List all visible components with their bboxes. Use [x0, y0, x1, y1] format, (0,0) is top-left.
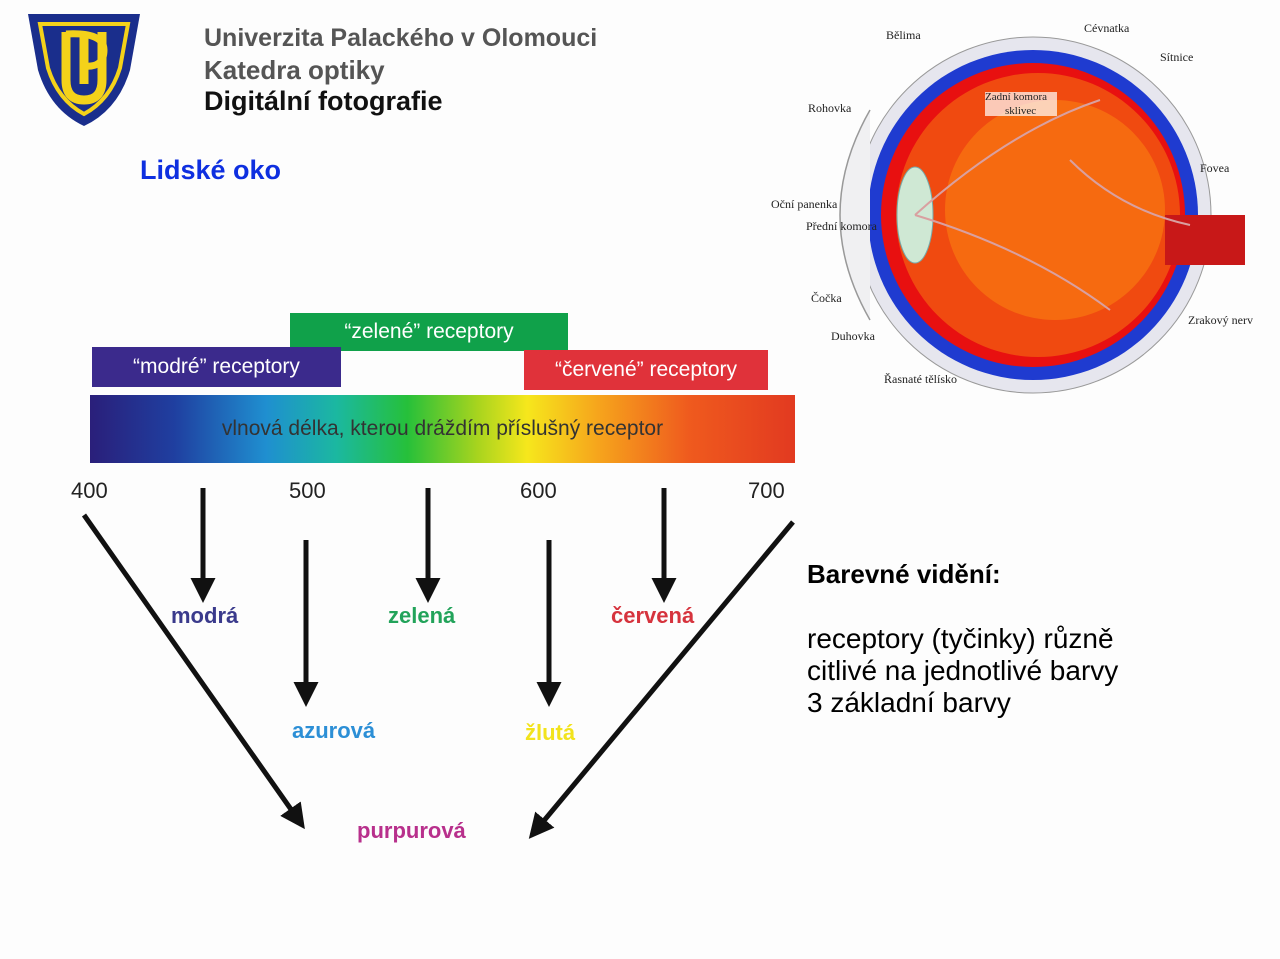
department-name: Katedra optiky — [204, 55, 385, 85]
eye-label-zrakovy-nerv: Zrakový nerv — [1188, 313, 1253, 327]
university-logo — [28, 14, 140, 126]
wavelength-spectrum: vlnová délka, kterou dráždím příslušný r… — [90, 395, 795, 463]
eye-label-predni-komora: Přední komora — [806, 219, 877, 233]
color-vision-heading: Barevné vidění: — [807, 559, 1001, 589]
eye-label-zadni-komora: Zadní komora — [985, 91, 1048, 103]
label-red: červená — [611, 603, 695, 628]
eye-label-rasnate-telisko: Řasnaté tělísko — [884, 372, 957, 386]
label-magenta: purpurová — [357, 818, 466, 843]
eye-label-belima: Bělima — [886, 28, 921, 42]
eye-label-duhovka: Duhovka — [831, 329, 875, 343]
spectrum-label: vlnová délka, kterou dráždím příslušný r… — [221, 417, 664, 440]
label-cyan: azurová — [292, 718, 376, 743]
eye-label-cevnatka: Cévnatka — [1084, 21, 1130, 35]
label-green: zelená — [388, 603, 456, 628]
color-vision-line-1: receptory (tyčinky) různě — [807, 623, 1114, 654]
eye-label-cocka: Čočka — [811, 291, 842, 305]
green-receptors-bar: “zelené” receptory — [290, 313, 568, 351]
color-vision-line-2: citlivé na jednotlivé barvy — [807, 655, 1119, 686]
red-receptors-bar: “červené” receptory — [524, 350, 768, 390]
slide-title: Lidské oko — [140, 155, 282, 185]
tick-500: 500 — [289, 478, 326, 503]
blue-receptors-bar: “modré” receptory — [92, 347, 341, 387]
tick-700: 700 — [748, 478, 785, 503]
label-yellow: žlutá — [525, 720, 576, 745]
eye-label-sitnice: Sítnice — [1160, 50, 1194, 64]
eye-label-sklivec: sklivec — [1005, 105, 1037, 117]
arrow-magenta-right — [528, 520, 795, 839]
tick-600: 600 — [520, 478, 557, 503]
university-name: Univerzita Palackého v Olomouci — [204, 24, 598, 52]
tick-400: 400 — [71, 478, 108, 503]
arrow-magenta-left — [81, 513, 305, 830]
eye-label-rohovka: Rohovka — [808, 101, 852, 115]
course-name: Digitální fotografie — [204, 86, 443, 116]
eye-label-fovea: Fovea — [1200, 161, 1230, 175]
eye-diagram — [839, 36, 1245, 394]
eye-label-ocni-panenka: Oční panenka — [771, 197, 838, 211]
label-blue: modrá — [171, 603, 239, 628]
color-vision-line-3: 3 základní barvy — [807, 687, 1011, 718]
